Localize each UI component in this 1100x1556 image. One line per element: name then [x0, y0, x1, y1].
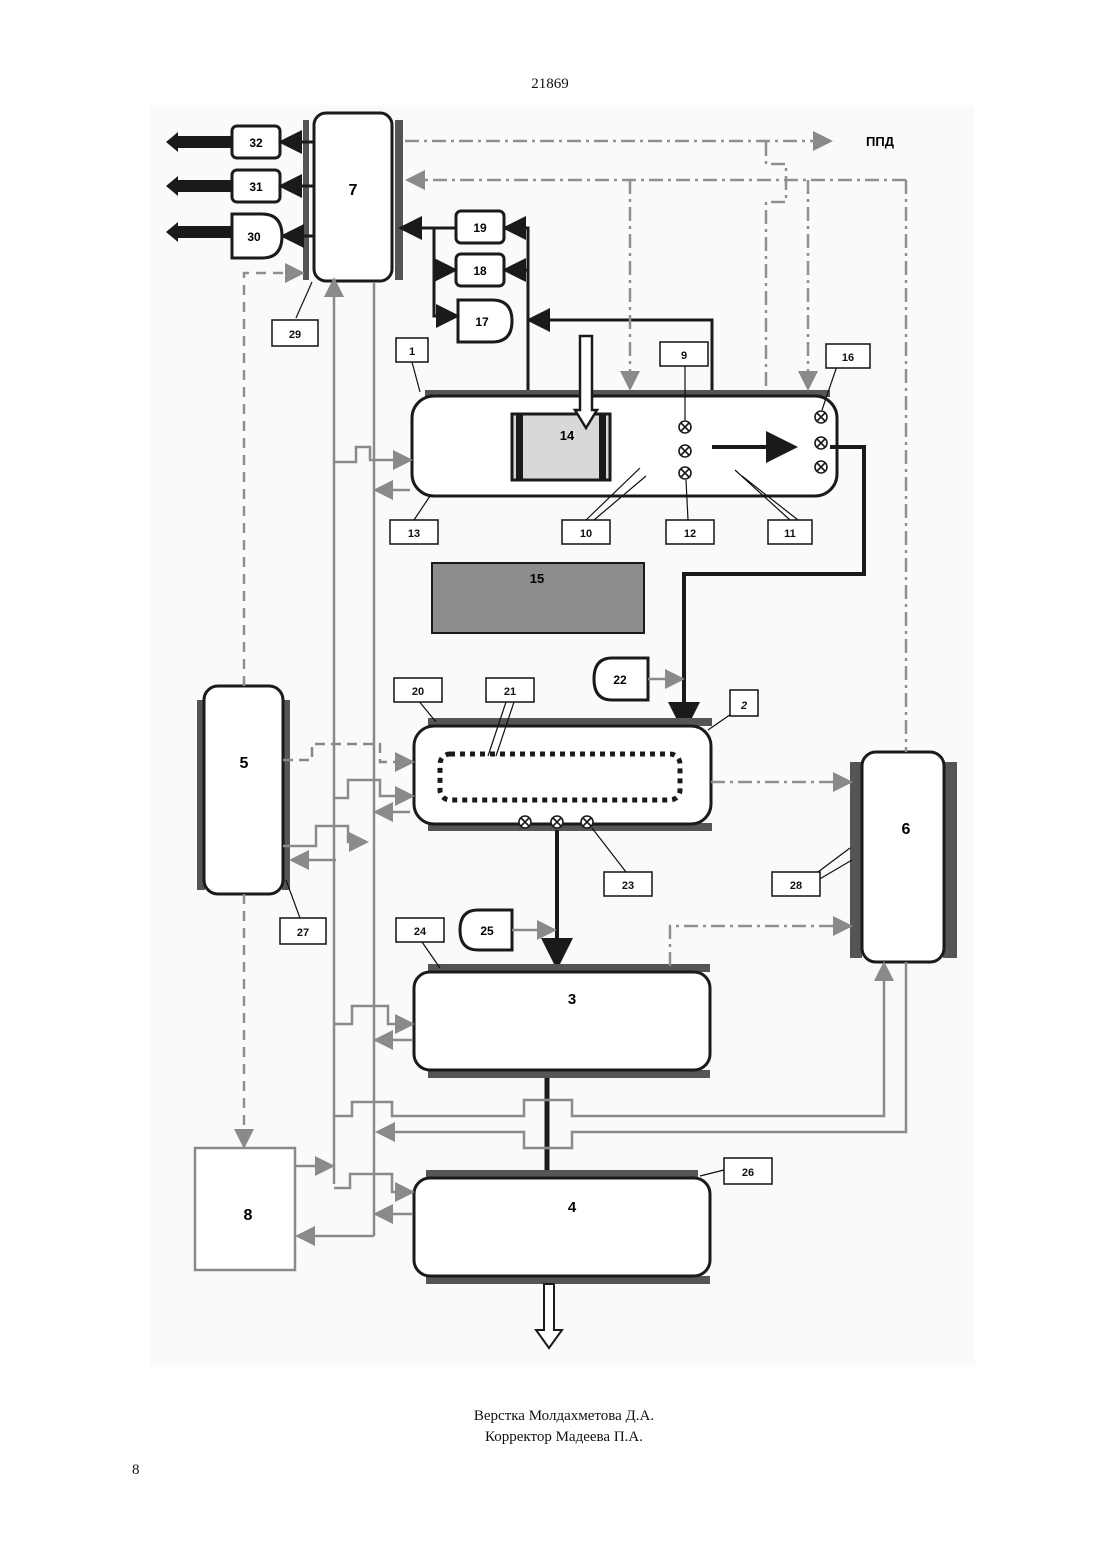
valve-group-9-12	[679, 421, 691, 479]
svg-text:29: 29	[289, 329, 301, 341]
svg-text:28: 28	[790, 880, 802, 892]
svg-text:1: 1	[409, 346, 415, 358]
svg-text:13: 13	[408, 528, 420, 540]
valve-group-16	[815, 411, 827, 473]
layout-credit: Верстка Молдахметова Д.А.	[0, 1406, 1100, 1427]
block-7-side-bar-right	[395, 120, 403, 280]
svg-text:27: 27	[297, 927, 309, 939]
block-14-left-bar	[516, 414, 523, 480]
svg-text:24: 24	[414, 926, 427, 938]
block-8-label: 8	[244, 1207, 253, 1224]
sheet-number: 8	[132, 1462, 140, 1479]
block-6-label: 6	[902, 821, 911, 838]
block-22-label: 22	[613, 673, 627, 687]
block-3-label: 3	[568, 991, 576, 1008]
block-19-label: 19	[473, 221, 487, 235]
block-32-label: 32	[249, 136, 263, 150]
block-14-label: 14	[560, 428, 575, 443]
block-5	[204, 686, 283, 894]
block-7-label: 7	[349, 182, 358, 199]
ppd-label: ППД	[866, 134, 895, 149]
proof-credit: Корректор Мадеева П.А.	[0, 1427, 1100, 1448]
block-18-label: 18	[473, 264, 487, 278]
block-15-label: 15	[530, 571, 544, 586]
svg-text:9: 9	[681, 350, 687, 362]
svg-text:2: 2	[740, 700, 747, 712]
svg-text:10: 10	[580, 528, 592, 540]
svg-text:26: 26	[742, 1167, 754, 1179]
block-3	[414, 972, 710, 1070]
block-14-right-bar	[599, 414, 606, 480]
svg-text:12: 12	[684, 528, 696, 540]
credits: Верстка Молдахметова Д.А. Корректор Маде…	[0, 1406, 1100, 1448]
block-31-label: 31	[249, 180, 263, 194]
svg-text:20: 20	[412, 686, 424, 698]
block-2	[414, 726, 711, 824]
valve-group-23	[519, 816, 593, 828]
svg-text:21: 21	[504, 686, 516, 698]
block-14	[512, 414, 610, 480]
svg-text:23: 23	[622, 880, 634, 892]
block-7-side-bar	[303, 120, 309, 280]
block-6	[862, 752, 944, 962]
block-5-label: 5	[240, 755, 249, 772]
block-4	[414, 1178, 710, 1276]
block-30-label: 30	[247, 230, 261, 244]
block-25-label: 25	[480, 924, 494, 938]
svg-text:11: 11	[784, 528, 796, 540]
block-4-label: 4	[568, 1199, 577, 1216]
svg-text:16: 16	[842, 352, 854, 364]
block-17-label: 17	[475, 315, 489, 329]
